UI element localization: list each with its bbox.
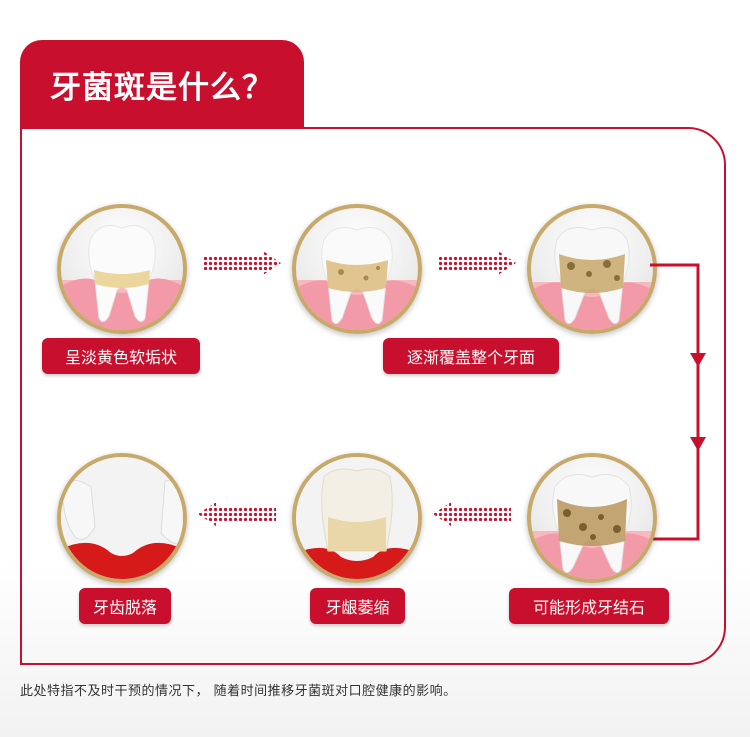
tooth-soft-plaque-illustration [61, 225, 183, 330]
tooth-image-covering [292, 204, 422, 334]
dotted-arrow-left-icon [433, 502, 511, 526]
dotted-arrow-right-icon [438, 251, 516, 275]
tooth-image-soft-plaque [57, 204, 187, 334]
gum-recession-illustration [296, 457, 418, 579]
dotted-arrow-right-icon [203, 251, 281, 275]
progress-connector [650, 263, 706, 541]
tooth-image-gum-recession [292, 453, 422, 583]
tooth-image-tartar [527, 204, 657, 334]
stage-label-covering: 逐渐覆盖整个牙面 [383, 338, 559, 374]
progress-arrow-4 [198, 502, 276, 526]
tartar-formed-illustration [531, 474, 653, 579]
footer-caption: 此处特指不及时干预的情况下， 随着时间推移牙菌斑对口腔健康的影响。 [20, 684, 457, 699]
connector-line-with-down-arrows [650, 263, 706, 541]
content-frame [20, 127, 726, 665]
page-title: 牙菌斑是什么？ [50, 70, 274, 106]
tooth-loss-illustration [61, 457, 183, 579]
stage-label-tartar: 可能形成牙结石 [509, 588, 669, 624]
tooth-covering-illustration [296, 227, 418, 330]
stage-label-soft-plaque: 呈淡黄色软垢状 [42, 338, 200, 374]
stage-label-tooth-loss: 牙齿脱落 [79, 588, 171, 624]
tooth-image-tartar-formed [527, 453, 657, 583]
progress-arrow-2 [438, 251, 516, 275]
tooth-image-tooth-loss [57, 453, 187, 583]
progress-arrow-1 [203, 251, 281, 275]
title-tab: 牙菌斑是什么？ [20, 40, 304, 129]
dotted-arrow-left-icon [198, 502, 276, 526]
tooth-tartar-illustration [531, 227, 653, 330]
stage-label-gum-recession: 牙龈萎缩 [310, 588, 405, 624]
progress-arrow-3 [433, 502, 511, 526]
